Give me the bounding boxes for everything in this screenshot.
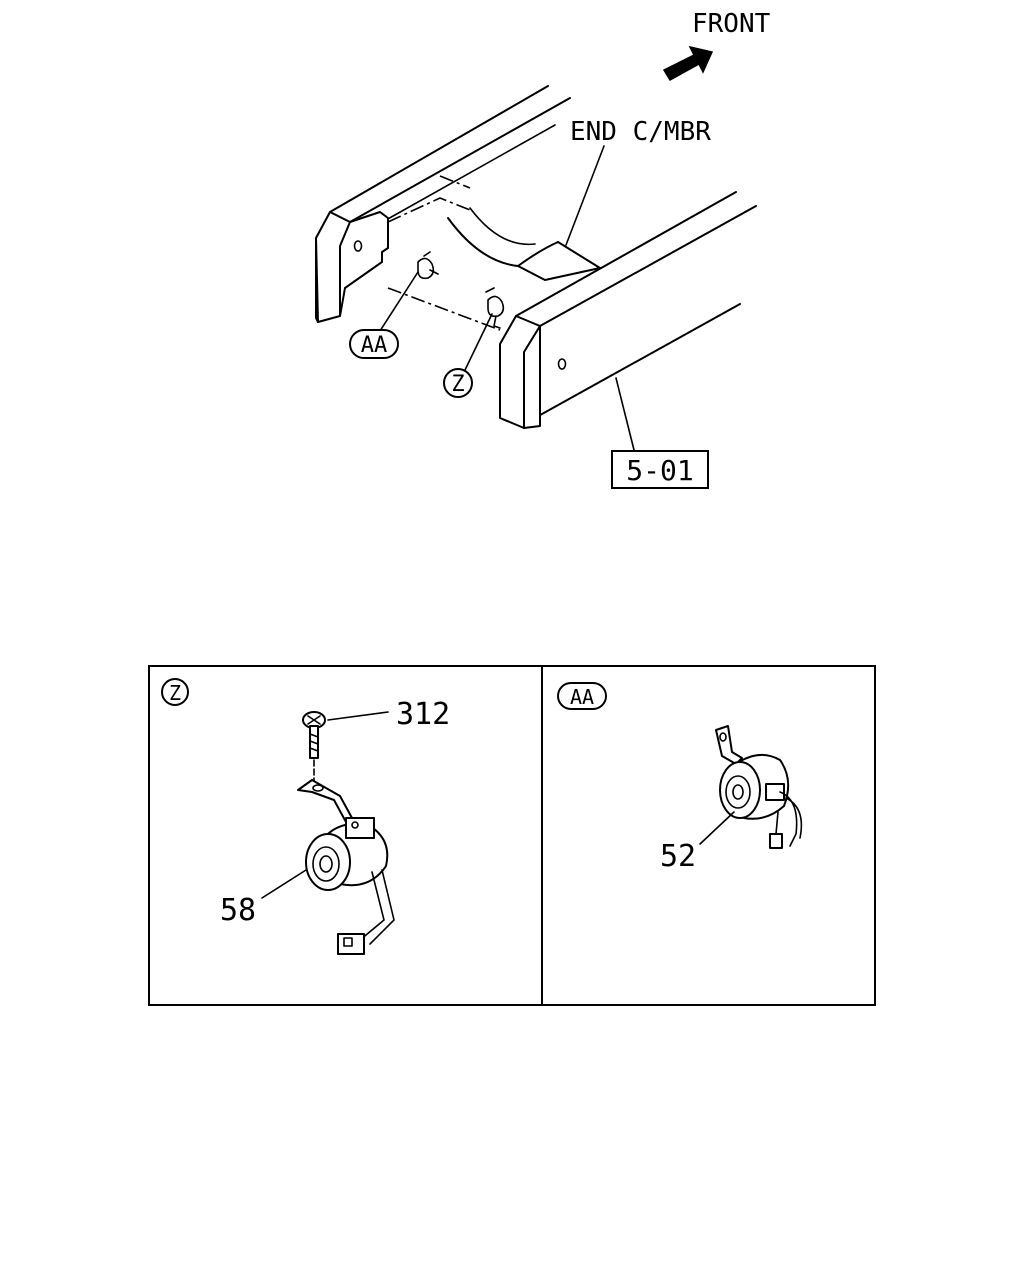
part-58-label: 58 (220, 893, 256, 928)
sensor-52-drawing (715, 725, 803, 849)
right-frame-rail (499, 191, 757, 429)
callout-z: Z (443, 368, 473, 398)
end-cross-member (387, 175, 601, 331)
part-52-label: 52 (660, 839, 696, 874)
front-label: FRONT (692, 9, 771, 39)
front-arrow-icon (662, 45, 714, 82)
svg-text:AA: AA (361, 333, 388, 358)
svg-text:Z: Z (169, 681, 181, 705)
bolt-312-drawing (302, 711, 326, 791)
detail-frame (148, 665, 876, 1006)
svg-text:AA: AA (570, 685, 594, 709)
detail-aa-tag: AA (557, 682, 607, 710)
sensor-aa-on-frame (417, 251, 439, 280)
detail-aa-panel: AA 52 (557, 682, 803, 874)
part-312-label: 312 (396, 697, 450, 732)
detail-z-panel: Z 312 58 (161, 678, 450, 955)
left-frame-rail (315, 85, 571, 323)
sensor-58-drawing (297, 779, 395, 955)
reference-box: 5-01 (611, 450, 709, 489)
svg-text:5-01: 5-01 (626, 454, 693, 487)
end-member-label: END C/MBR (570, 117, 711, 147)
callout-aa: AA (349, 329, 399, 359)
detail-z-tag: Z (161, 678, 189, 706)
svg-text:Z: Z (451, 372, 464, 397)
sensor-z-on-frame (485, 287, 505, 329)
